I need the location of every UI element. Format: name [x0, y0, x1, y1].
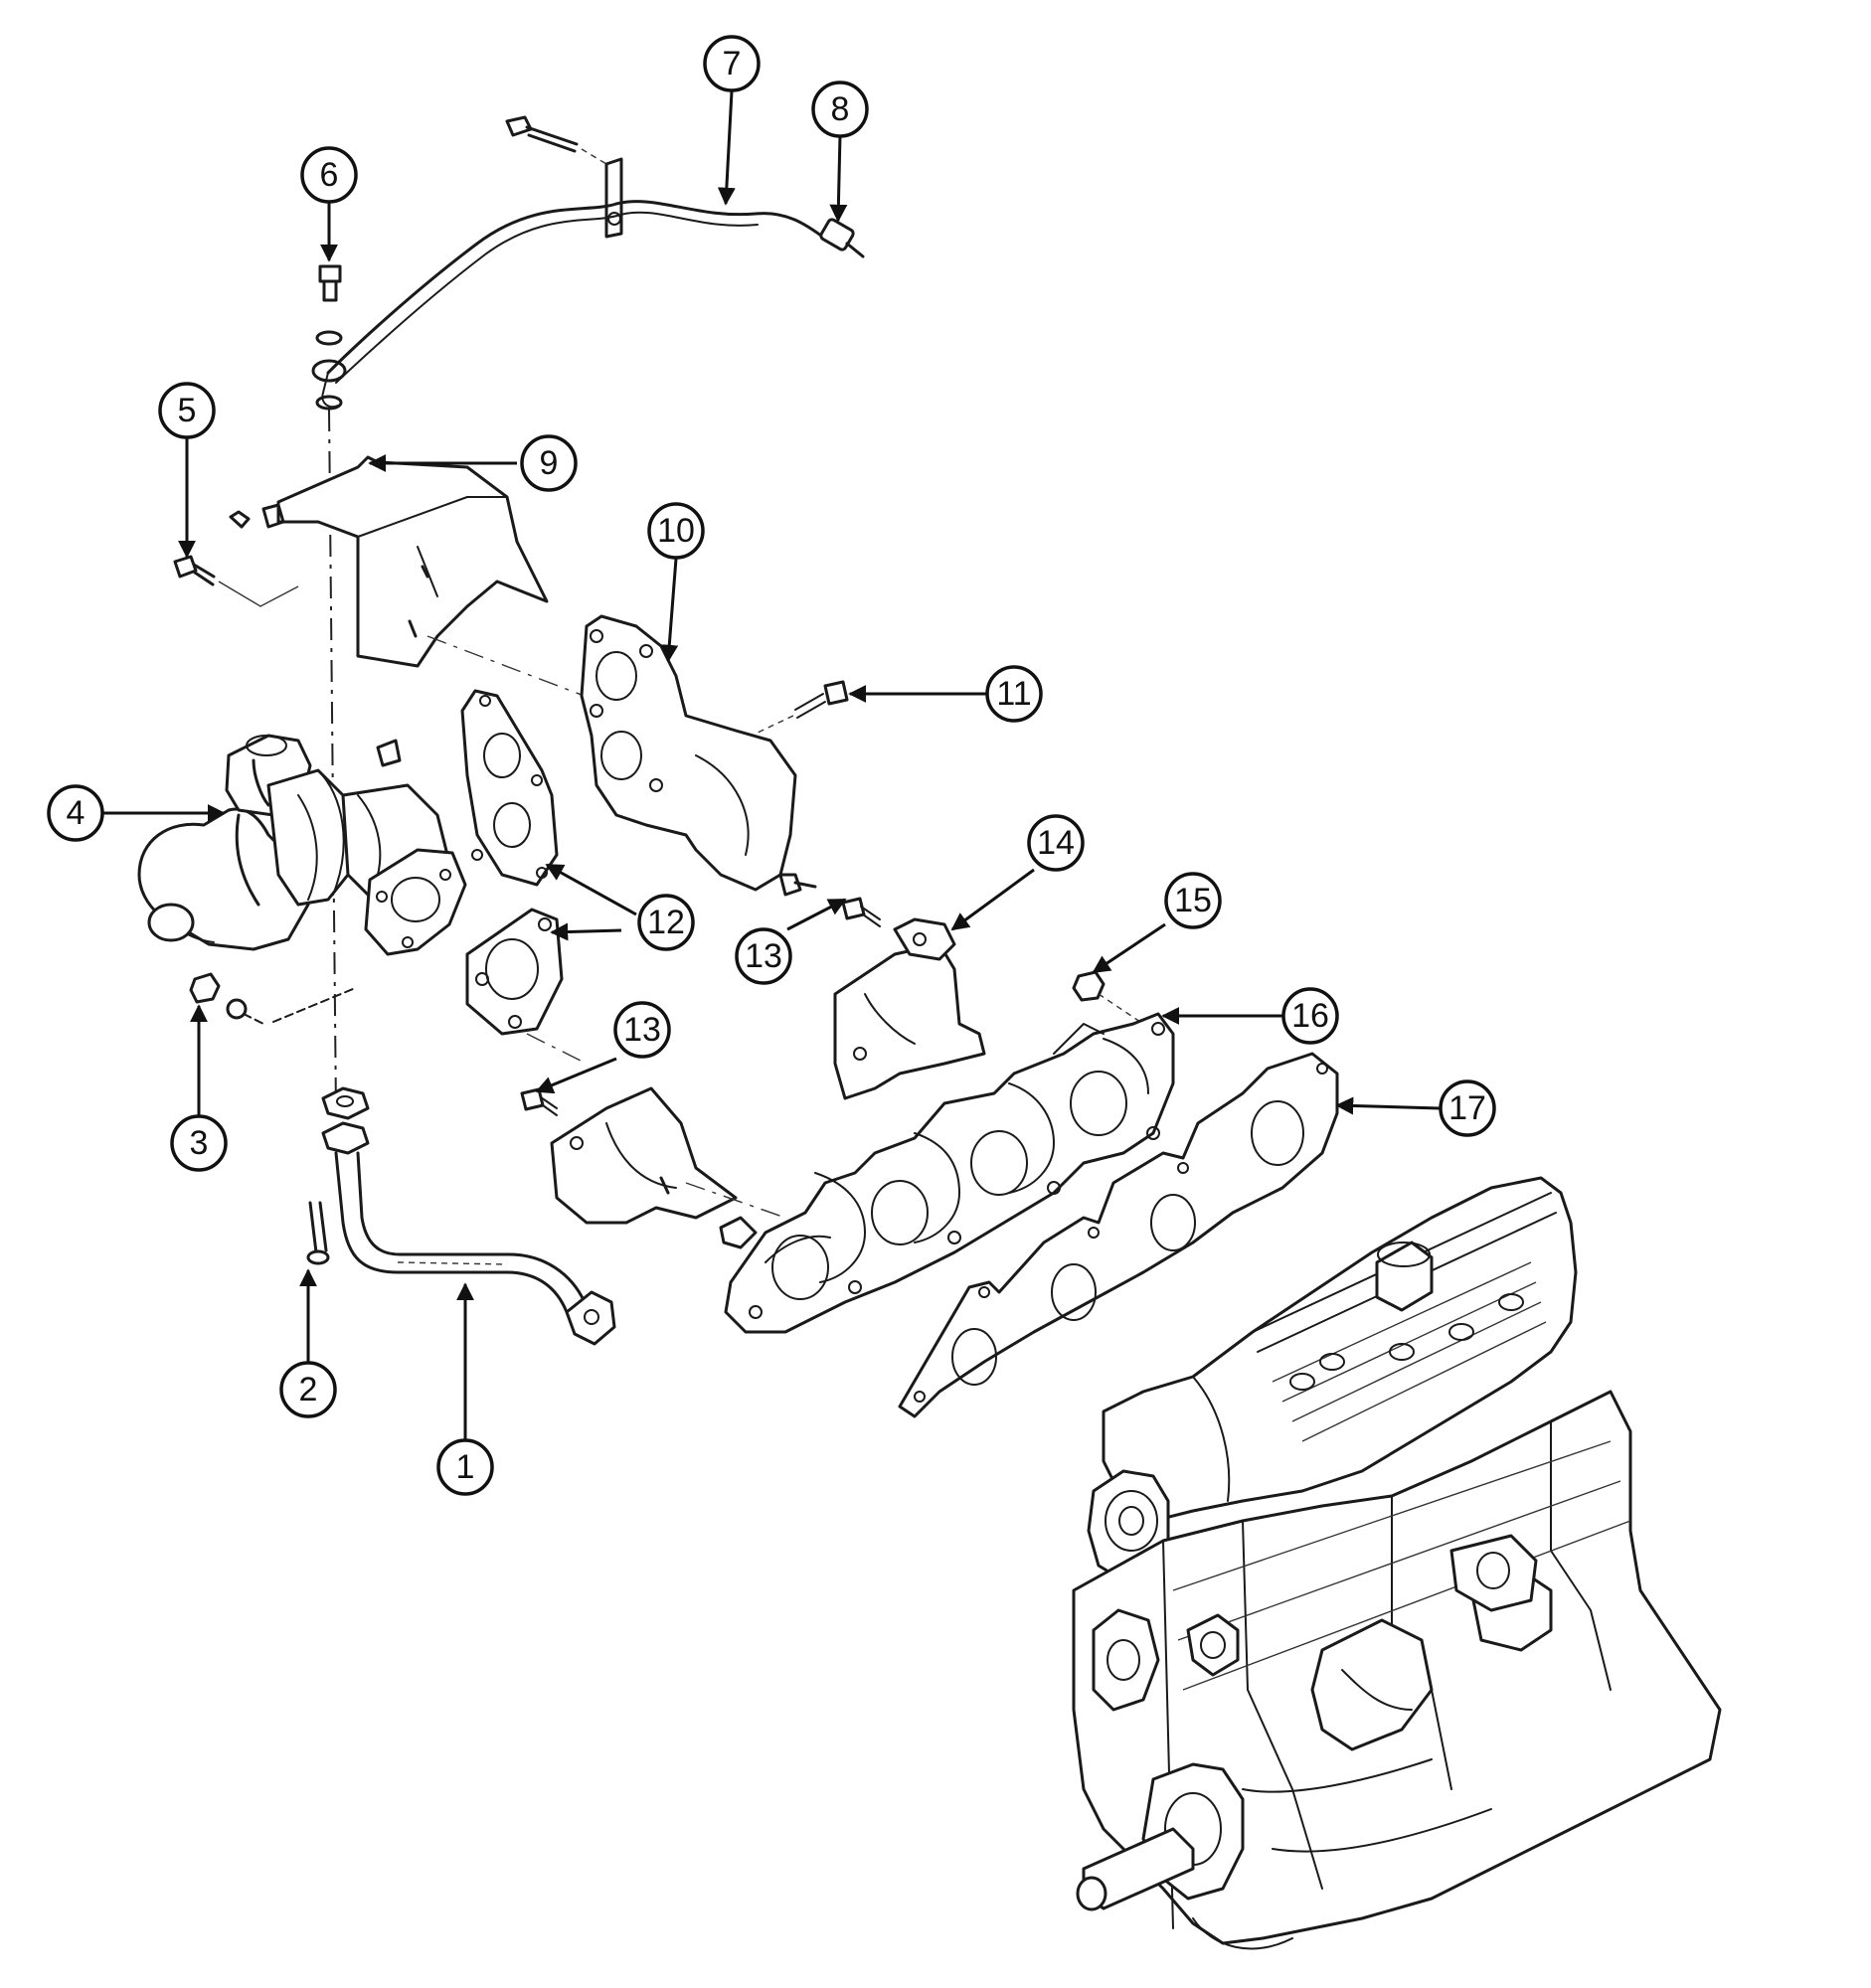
turbocharger — [137, 734, 467, 956]
manifold-outlet-gasket — [460, 689, 559, 887]
callout-11: 11 — [985, 665, 1043, 723]
turbo-stud — [226, 988, 354, 1025]
manifold-nut — [1072, 970, 1144, 1025]
callout-8-label: 8 — [831, 90, 850, 128]
callout-6-label: 6 — [320, 156, 339, 194]
callout-2-label: 2 — [299, 1371, 318, 1408]
callout-3-label: 3 — [190, 1124, 209, 1162]
callout-11-label: 11 — [996, 675, 1031, 713]
callout-7-label: 7 — [723, 45, 742, 83]
callout-12: 12 — [637, 894, 695, 951]
callout-5-label: 5 — [178, 392, 197, 429]
callout-1: 1 — [436, 1438, 494, 1496]
callout-14-label: 14 — [1037, 824, 1075, 862]
callout-17: 17 — [1439, 1079, 1496, 1137]
callout-1-label: 1 — [456, 1448, 475, 1486]
callout-6: 6 — [300, 146, 358, 204]
callout-4-label: 4 — [67, 794, 85, 832]
oil-feed-pipe — [321, 157, 827, 409]
callout-7: 7 — [703, 35, 761, 92]
manifold-upper-heat-shield — [833, 917, 986, 1100]
callout-10: 10 — [647, 502, 705, 560]
callout-3: 3 — [170, 1114, 228, 1172]
callout-16: 16 — [1281, 987, 1339, 1045]
callout-14: 14 — [1027, 814, 1085, 872]
callout-17-label: 17 — [1448, 1089, 1486, 1127]
callout-leaders — [103, 90, 1441, 1439]
bracket-bolt — [505, 115, 607, 165]
callout-13-lower-label: 13 — [623, 1011, 661, 1049]
manifold-lower-heat-shield — [550, 1086, 738, 1225]
callout-13-lower: 13 — [613, 1001, 671, 1059]
oil-drain-pipe — [321, 1086, 616, 1346]
banjo-union-fitting — [819, 218, 865, 258]
callout-5: 5 — [158, 382, 216, 439]
banjo-bolt — [311, 264, 347, 411]
callout-15-label: 15 — [1174, 882, 1212, 919]
callout-15: 15 — [1164, 872, 1222, 929]
heat-shield-bolt — [173, 555, 299, 607]
engine-block — [1072, 1176, 1722, 1950]
callout-4: 4 — [47, 784, 104, 842]
callout-2: 2 — [279, 1361, 337, 1418]
callout-9-label: 9 — [540, 444, 559, 482]
turbo-heat-shield — [229, 455, 637, 717]
exhaust-manifold-gasket — [898, 1052, 1339, 1418]
exhaust-manifold — [685, 1012, 1175, 1334]
drain-pipe-bolt — [306, 1201, 330, 1265]
callout-13-upper: 13 — [735, 927, 792, 985]
callout-13-upper-label: 13 — [745, 937, 782, 975]
callout-16-label: 16 — [1291, 997, 1329, 1035]
callout-10-label: 10 — [657, 512, 695, 550]
callout-12-label: 12 — [647, 904, 685, 941]
upper-shield-bolt — [841, 897, 881, 927]
lower-shield-bolt — [520, 1087, 558, 1116]
turbo-nut — [189, 972, 221, 1004]
callout-9: 9 — [520, 434, 578, 492]
turbo-exhaust-elbow — [580, 614, 817, 897]
callout-8: 8 — [811, 81, 869, 138]
elbow-bolt — [755, 680, 849, 735]
